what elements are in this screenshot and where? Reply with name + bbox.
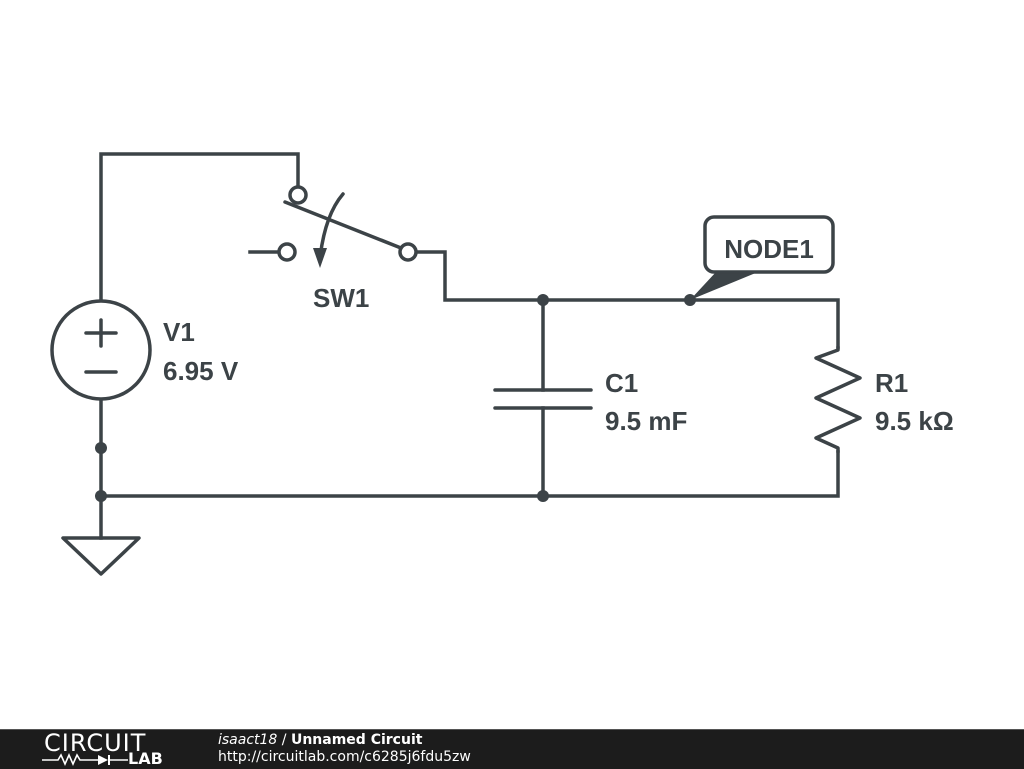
switch-sw1[interactable]: SW1: [277, 185, 418, 313]
node-label-node1[interactable]: NODE1: [690, 215, 835, 300]
c1-name-label: C1: [605, 368, 638, 398]
c1-value-label: 9.5 mF: [605, 406, 687, 436]
circuit-schematic: V1 6.95 V SW1 C1 9.5 mF R1 9.5 kΩ: [50, 152, 954, 576]
junction-dot: [537, 490, 549, 502]
voltage-source-v1[interactable]: V1 6.95 V: [50, 299, 239, 401]
node-label-text: NODE1: [724, 234, 814, 264]
v1-value-label: 6.95 V: [163, 356, 239, 386]
logo-text-lab: LAB: [128, 749, 163, 768]
v1-name-label: V1: [163, 317, 195, 347]
switch-arrowhead-icon: [313, 248, 327, 268]
title-separator: /: [277, 732, 291, 748]
node-label-pointer: [690, 272, 758, 300]
resistor-r1[interactable]: R1 9.5 kΩ: [814, 345, 954, 454]
sw1-name-label: SW1: [313, 283, 369, 313]
ground-icon: [61, 536, 141, 576]
circuit-info: isaact18 / Unnamed Circuit http://circui…: [218, 732, 471, 766]
r1-value-label: 9.5 kΩ: [875, 406, 954, 436]
circuitlab-logo[interactable]: CIRCUIT LAB: [40, 730, 180, 769]
circuit-url-link[interactable]: http://circuitlab.com/c6285j6fdu5zw: [218, 749, 471, 765]
circuit-title-line: isaact18 / Unnamed Circuit: [218, 732, 471, 749]
resistor-zigzag: [814, 345, 862, 454]
wire-ground-rail[interactable]: [99, 398, 840, 498]
r1-name-label: R1: [875, 368, 908, 398]
junction-dot: [95, 490, 107, 502]
wires: [99, 152, 840, 540]
switch-no-terminal: [398, 242, 418, 262]
node-label-box: [703, 215, 835, 274]
voltage-source-body: [50, 299, 152, 401]
footer-bar: CIRCUIT LAB isaact18 / Unnamed Circuit h…: [0, 729, 1024, 769]
wire-v1-to-switch[interactable]: [99, 152, 300, 302]
junction-dot: [95, 442, 107, 454]
logo-text-circuit: CIRCUIT: [44, 729, 147, 757]
circuit-title: Unnamed Circuit: [290, 732, 423, 748]
switch-nc-terminal: [277, 242, 297, 262]
switch-blade: [283, 200, 403, 250]
ground-symbol[interactable]: [61, 536, 141, 576]
author-link[interactable]: isaact18: [218, 732, 278, 748]
junction-dot: [537, 294, 549, 306]
capacitor-c1[interactable]: C1 9.5 mF: [493, 368, 687, 436]
wire-switch-to-node1[interactable]: [415, 250, 840, 349]
resistor-diode-logo-icon: [42, 753, 128, 766]
switch-common-terminal: [288, 185, 308, 205]
